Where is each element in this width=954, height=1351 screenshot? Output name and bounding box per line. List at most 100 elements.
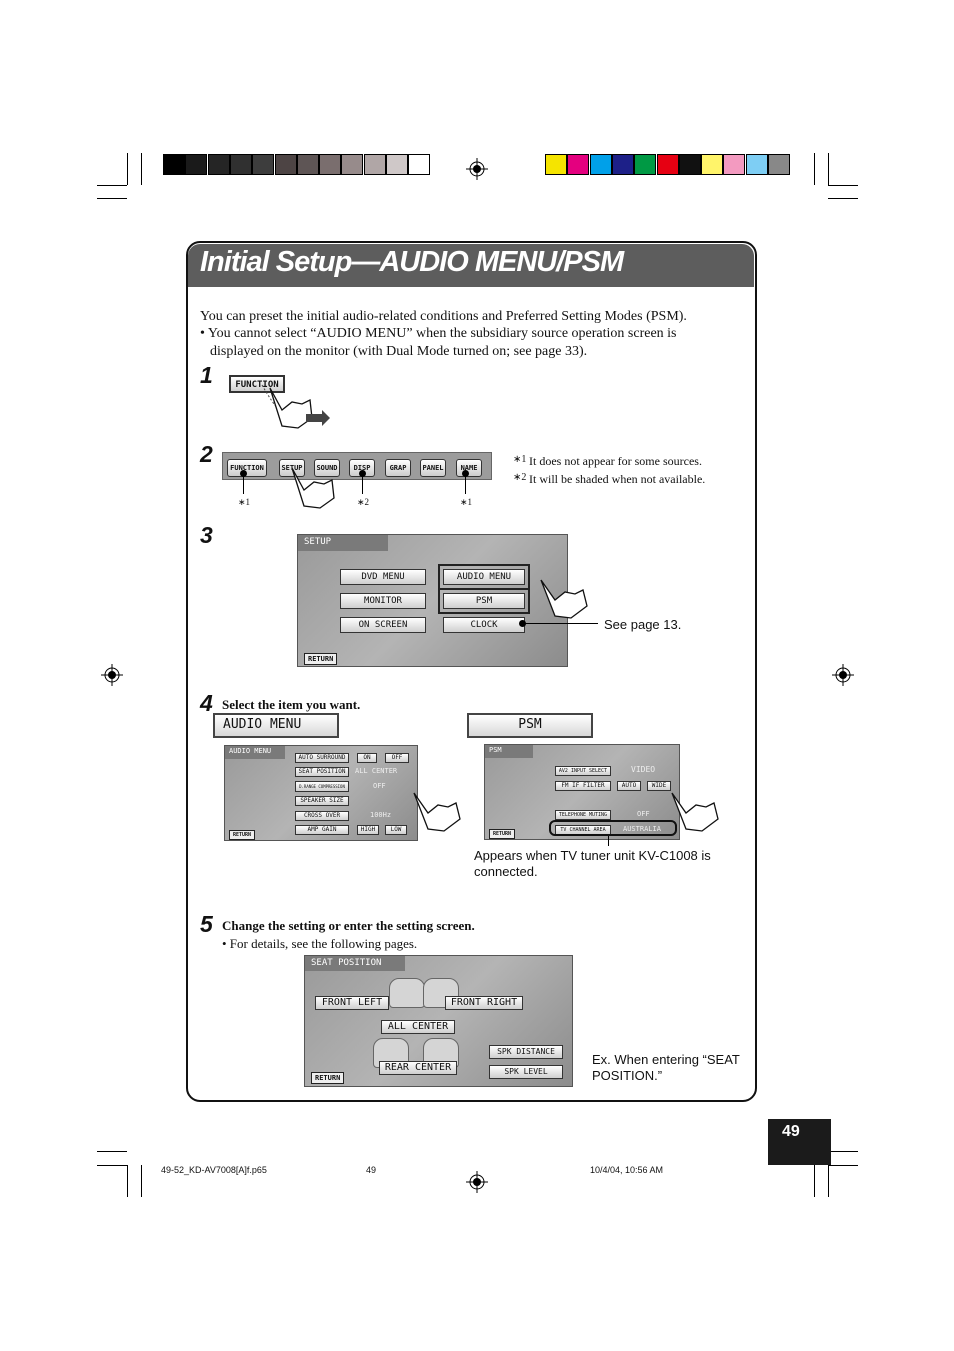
clock-button[interactable]: CLOCK (443, 617, 525, 633)
front-right-button[interactable]: FRONT RIGHT (445, 996, 523, 1010)
return-button[interactable]: RETURN (229, 830, 256, 840)
color-swatch (567, 154, 590, 175)
psm-screen: PSM AV2 INPUT SELECT VIDEO FM IF FILTER … (484, 744, 680, 840)
seat-caption: Ex. When entering “SEAT (592, 1052, 740, 1067)
gray-swatch (207, 154, 230, 175)
screen-tab: SEAT POSITION (305, 956, 405, 971)
on-screen-button[interactable]: ON SCREEN (340, 617, 426, 633)
gray-swatch (386, 154, 408, 175)
return-button[interactable]: RETURN (304, 653, 338, 665)
telephone-muting-button[interactable]: TELEPHONE MUTING (555, 810, 611, 820)
title-bar (188, 244, 754, 287)
gray-swatch (341, 154, 364, 175)
step-number: 3 (200, 522, 213, 548)
toolbar-grap-button[interactable]: GRAP (385, 459, 411, 477)
hand-pointer-icon (671, 792, 719, 832)
auto-surround-button[interactable]: AUTO SURROUND (295, 753, 349, 763)
on-button[interactable]: ON (357, 753, 377, 763)
range-compression-value: OFF (373, 782, 386, 790)
auto-button[interactable]: AUTO (617, 781, 641, 791)
seat-caption-cont: POSITION.” (592, 1068, 663, 1083)
seat-position-screen: SEAT POSITION FRONT LEFT FRONT RIGHT ALL… (304, 955, 573, 1087)
av2-input-select-button[interactable]: AV2 INPUT SELECT (555, 766, 611, 776)
front-left-button[interactable]: FRONT LEFT (315, 996, 389, 1010)
gray-swatch (163, 154, 185, 175)
psm-header-button[interactable]: PSM (467, 713, 593, 738)
footnote-mark: ∗1 (513, 454, 527, 465)
monitor-button[interactable]: MONITOR (340, 593, 426, 609)
return-button[interactable]: RETURN (311, 1072, 345, 1084)
screen-tab: SETUP (298, 535, 388, 551)
cross-over-button[interactable]: CROSS OVER (295, 811, 349, 821)
color-swatch (545, 154, 567, 175)
hand-pointer-icon (540, 579, 588, 619)
footer-date: 10/4/04, 10:56 AM (590, 1165, 664, 1175)
toolbar-disp-button[interactable]: DISP (349, 459, 375, 477)
color-swatch (701, 154, 724, 175)
step-label: Change the setting or enter the setting … (222, 918, 475, 933)
toolbar-function-button[interactable]: FUNCTION (227, 459, 267, 477)
fm-if-filter-button[interactable]: FM IF FILTER (555, 781, 611, 791)
return-button[interactable]: RETURN (489, 829, 516, 839)
hand-pointer-icon (413, 792, 461, 832)
toolbar-sound-button[interactable]: SOUND (314, 459, 340, 477)
gray-swatch (185, 154, 208, 175)
registration-target-icon (101, 664, 123, 686)
registration-target-icon (466, 158, 488, 180)
color-swatch (768, 154, 790, 175)
amp-gain-button[interactable]: AMP GAIN (295, 825, 349, 835)
footer-page: 49 (366, 1165, 377, 1175)
all-center-button[interactable]: ALL CENTER (381, 1020, 455, 1034)
toolbar-name-button[interactable]: NAME (456, 459, 482, 477)
intro-bullet-cont: displayed on the monitor (with Dual Mode… (210, 344, 588, 359)
toolbar-panel-button[interactable]: PANEL (420, 459, 446, 477)
cross-over-value: 100Hz (370, 811, 392, 819)
dvd-menu-button[interactable]: DVD MENU (340, 569, 426, 585)
step-bullet: • For details, see the following pages. (222, 936, 418, 951)
color-swatch (634, 154, 657, 175)
page-title: Initial Setup—AUDIO MENU/PSM (200, 246, 624, 278)
seat-position-button[interactable]: SEAT POSITION (295, 767, 349, 777)
page-number-box: 49 (768, 1119, 831, 1165)
wide-button[interactable]: WIDE (647, 781, 671, 791)
audio-menu-screen: AUDIO MENU AUTO SURROUND ON OFF SEAT POS… (224, 745, 418, 841)
tv-tuner-caption-cont: connected. (474, 864, 538, 879)
gray-swatch (252, 154, 275, 175)
rear-center-button[interactable]: REAR CENTER (379, 1061, 457, 1075)
telephone-muting-value: OFF (637, 810, 650, 818)
off-button[interactable]: OFF (385, 753, 409, 763)
step-number: 1 (200, 362, 213, 388)
footer-filename: 49-52_KD-AV7008[A]f.p65 (161, 1165, 267, 1175)
color-swatch (723, 154, 746, 175)
tv-area-highlight (549, 820, 677, 836)
spk-distance-button[interactable]: SPK DISTANCE (489, 1045, 563, 1059)
gray-swatch (274, 154, 297, 175)
footnote-mark: ∗1 (238, 497, 251, 507)
registration-target-icon (832, 664, 854, 686)
color-swatch (745, 154, 768, 175)
spk-level-button[interactable]: SPK LEVEL (489, 1065, 563, 1079)
color-swatch (589, 154, 612, 175)
registration-target-icon (466, 1171, 488, 1193)
hand-pointer-icon (261, 384, 330, 429)
range-compression-button[interactable]: D.RANGE COMPRESSION (295, 781, 349, 792)
gray-swatch (363, 154, 386, 175)
step-label: Select the item you want. (222, 697, 361, 712)
psm-button[interactable]: PSM (438, 588, 530, 614)
low-button[interactable]: LOW (385, 825, 407, 835)
gray-swatch (296, 154, 319, 175)
footnote-mark: ∗2 (357, 497, 370, 507)
speaker-size-button[interactable]: SPEAKER SIZE (295, 796, 349, 806)
hand-pointer-icon (291, 467, 335, 509)
tv-tuner-caption: Appears when TV tuner unit KV-C1008 is (474, 848, 711, 863)
step-number: 4 (200, 690, 213, 716)
see-page-note: See page 13. (604, 617, 682, 632)
function-toolbar: FUNCTION SETUP SOUND DISP GRAP PANEL NAM… (222, 452, 492, 480)
intro-text: You can preset the initial audio-related… (200, 309, 687, 324)
audio-menu-header-button[interactable]: AUDIO MENU (213, 713, 339, 738)
footnote-text: It does not appear for some sources. (529, 454, 702, 468)
gray-swatch (319, 154, 342, 175)
audio-menu-button[interactable]: AUDIO MENU (438, 564, 530, 590)
footnote-mark: ∗1 (460, 497, 473, 507)
high-button[interactable]: HIGH (357, 825, 379, 835)
